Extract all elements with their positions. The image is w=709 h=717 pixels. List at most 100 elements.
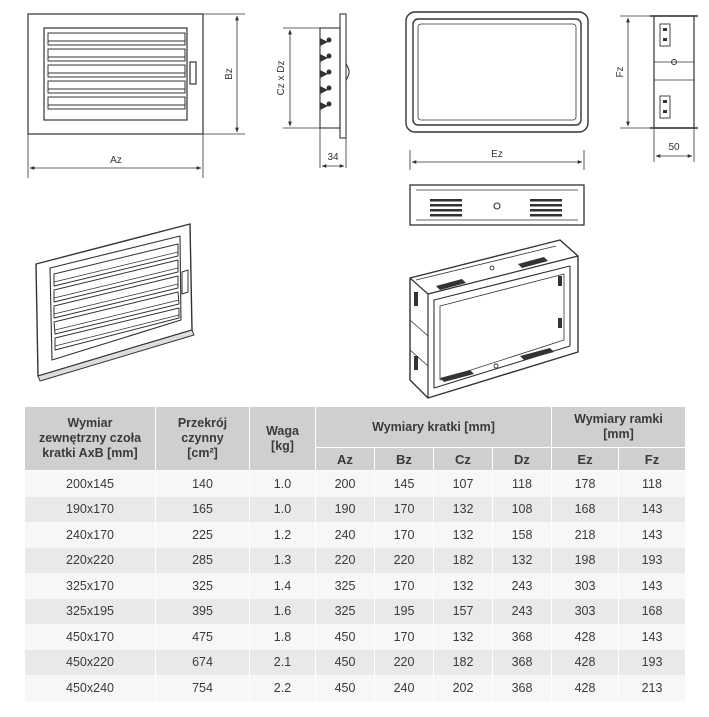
cell-ez: 178 <box>551 470 619 497</box>
frame-side-view <box>620 15 698 162</box>
cell-cz: 132 <box>433 496 493 522</box>
cell-dimension: 450x170 <box>24 624 156 650</box>
cell-ez: 428 <box>551 675 619 701</box>
cell-weight: 1.8 <box>249 624 316 650</box>
cell-ez: 303 <box>551 598 619 624</box>
cell-active-area: 225 <box>155 522 250 548</box>
header-fz: Fz <box>618 447 686 471</box>
cell-active-area: 754 <box>155 675 250 701</box>
cell-weight: 2.1 <box>249 649 316 675</box>
cell-dz: 132 <box>492 547 552 573</box>
cell-bz: 170 <box>374 496 434 522</box>
header-cz: Cz <box>433 447 493 471</box>
cell-fz: 193 <box>618 547 686 573</box>
cell-weight: 1.0 <box>249 496 316 522</box>
cell-active-area: 325 <box>155 573 250 599</box>
cell-az: 325 <box>315 573 375 599</box>
dim-ez-label: Ez <box>491 149 503 160</box>
dim-cz-dz-label: Cz x Dz <box>276 61 287 96</box>
cell-dimension: 325x195 <box>24 598 156 624</box>
header-az: Az <box>315 447 375 471</box>
cell-dz: 108 <box>492 496 552 522</box>
cell-cz: 132 <box>433 573 493 599</box>
cell-weight: 1.2 <box>249 522 316 548</box>
header-dimension: Wymiar zewnętrzny czoła kratki AxB [mm] <box>24 406 156 471</box>
header-bz: Bz <box>374 447 434 471</box>
cell-dz: 243 <box>492 598 552 624</box>
dim-depth-label: 34 <box>327 152 339 163</box>
cell-active-area: 395 <box>155 598 250 624</box>
cell-ez: 428 <box>551 624 619 650</box>
cell-cz: 202 <box>433 675 493 701</box>
cell-dimension: 450x220 <box>24 649 156 675</box>
cell-bz: 170 <box>374 522 434 548</box>
cell-fz: 118 <box>618 470 686 497</box>
cell-active-area: 475 <box>155 624 250 650</box>
header-frame-dimensions: Wymiary ramki [mm] <box>551 406 686 448</box>
header-dz: Dz <box>492 447 552 471</box>
cell-dimension: 220x220 <box>24 547 156 573</box>
cell-dz: 368 <box>492 624 552 650</box>
cell-weight: 1.4 <box>249 573 316 599</box>
cell-fz: 168 <box>618 598 686 624</box>
cell-cz: 107 <box>433 470 493 497</box>
cell-active-area: 140 <box>155 470 250 497</box>
cell-bz: 195 <box>374 598 434 624</box>
cell-dimension: 450x240 <box>24 675 156 701</box>
cell-cz: 132 <box>433 522 493 548</box>
cell-cz: 182 <box>433 547 493 573</box>
cell-dz: 368 <box>492 675 552 701</box>
cell-bz: 170 <box>374 624 434 650</box>
cell-active-area: 674 <box>155 649 250 675</box>
cell-az: 190 <box>315 496 375 522</box>
cell-bz: 170 <box>374 573 434 599</box>
cell-ez: 218 <box>551 522 619 548</box>
cell-fz: 143 <box>618 522 686 548</box>
cell-az: 220 <box>315 547 375 573</box>
header-active-area: Przekrój czynny [cm²] <box>155 406 250 471</box>
cell-weight: 2.2 <box>249 675 316 701</box>
cell-weight: 1.6 <box>249 598 316 624</box>
cell-dimension: 240x170 <box>24 522 156 548</box>
cell-az: 450 <box>315 675 375 701</box>
frame-front-view <box>409 184 585 226</box>
cell-cz: 182 <box>433 649 493 675</box>
grille-front-view <box>27 13 245 178</box>
cell-az: 450 <box>315 624 375 650</box>
cell-weight: 1.3 <box>249 547 316 573</box>
cell-dimension: 190x170 <box>24 496 156 522</box>
cell-ez: 303 <box>551 573 619 599</box>
cell-active-area: 285 <box>155 547 250 573</box>
cell-fz: 193 <box>618 649 686 675</box>
cell-fz: 213 <box>618 675 686 701</box>
cell-bz: 220 <box>374 649 434 675</box>
cell-az: 450 <box>315 649 375 675</box>
cell-fz: 143 <box>618 624 686 650</box>
header-ez: Ez <box>551 447 619 471</box>
cell-dz: 118 <box>492 470 552 497</box>
cell-active-area: 165 <box>155 496 250 522</box>
cell-ez: 168 <box>551 496 619 522</box>
cell-dz: 158 <box>492 522 552 548</box>
cell-dimension: 200x145 <box>24 470 156 497</box>
cell-fz: 143 <box>618 573 686 599</box>
cell-cz: 157 <box>433 598 493 624</box>
dimensions-table: Wymiar zewnętrzny czoła kratki AxB [mm] … <box>24 406 686 701</box>
cell-bz: 220 <box>374 547 434 573</box>
cell-fz: 143 <box>618 496 686 522</box>
cell-cz: 132 <box>433 624 493 650</box>
technical-drawings: Az Bz Cz x Dz 34 <box>27 11 698 399</box>
frame-top-view <box>405 11 589 170</box>
cell-ez: 198 <box>551 547 619 573</box>
dim-bz-label: Bz <box>224 68 235 80</box>
header-grille-dimensions: Wymiary kratki [mm] <box>315 406 552 448</box>
cell-az: 325 <box>315 598 375 624</box>
grille-isometric-view <box>35 223 195 382</box>
